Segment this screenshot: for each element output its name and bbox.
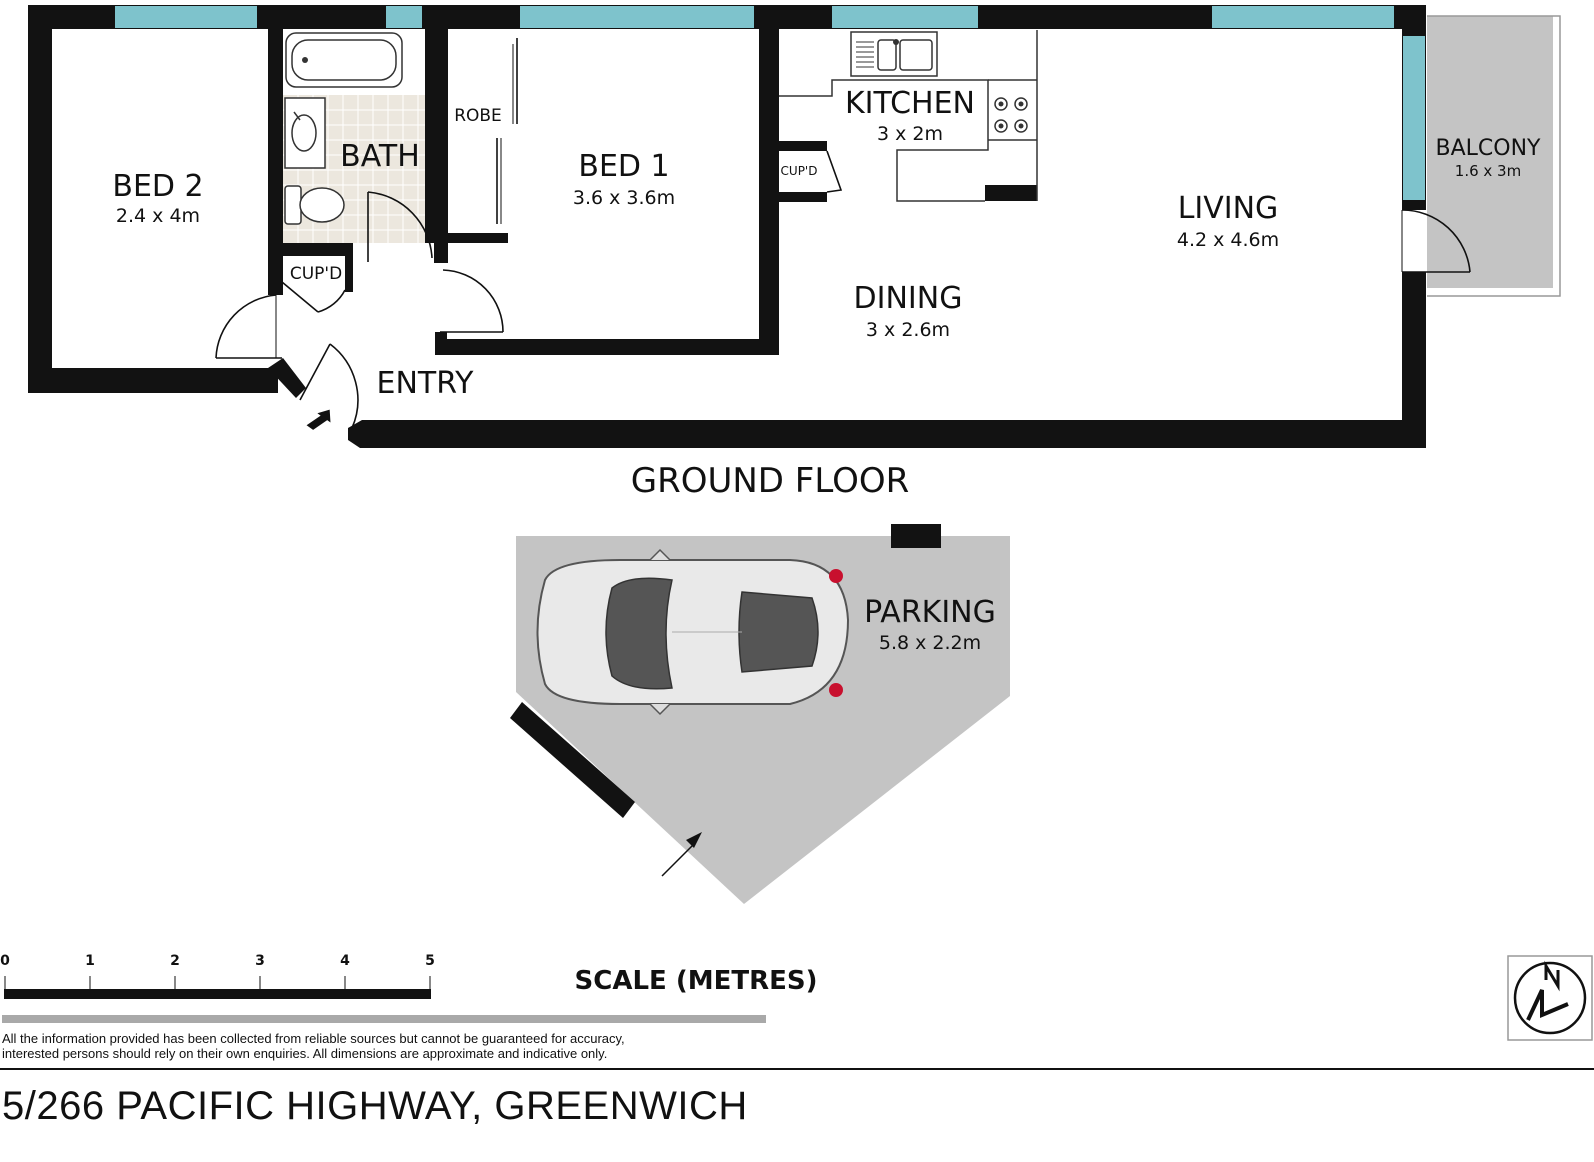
north-arrow-icon bbox=[1507, 955, 1593, 1041]
entry-name: ENTRY bbox=[377, 366, 475, 401]
parking-dims: 5.8 x 2.2m bbox=[879, 632, 981, 654]
scale-tick-3: 3 bbox=[255, 953, 265, 969]
robe-name: ROBE bbox=[454, 106, 502, 126]
disclaimer-line-1: All the information provided has been co… bbox=[2, 1031, 625, 1046]
walls bbox=[28, 5, 1426, 448]
toilet-icon bbox=[284, 185, 345, 225]
kitchen-name: KITCHEN bbox=[845, 86, 975, 121]
sink-icon bbox=[850, 31, 938, 77]
living-dims: 4.2 x 4.6m bbox=[1177, 229, 1279, 251]
scale-tick-4: 4 bbox=[340, 953, 350, 969]
bed2-dims: 2.4 x 4m bbox=[116, 205, 200, 227]
scale-title: SCALE (METRES) bbox=[575, 966, 818, 996]
cupd-entry-name: CUP'D bbox=[290, 264, 342, 284]
balcony-rail bbox=[1427, 15, 1561, 297]
balcony-area bbox=[1427, 16, 1553, 288]
scale-tick-5: 5 bbox=[425, 953, 435, 969]
windows bbox=[115, 6, 1425, 200]
entry-arrow-icon bbox=[306, 409, 331, 430]
scale-tick-0: 0 bbox=[0, 953, 10, 969]
floor-title: GROUND FLOOR bbox=[631, 461, 909, 501]
scale-bar: 0 1 2 3 4 5 bbox=[0, 953, 435, 999]
bed1-name: BED 1 bbox=[578, 149, 669, 184]
bed2-name: BED 2 bbox=[112, 169, 203, 204]
kitchen-dims: 3 x 2m bbox=[877, 123, 943, 145]
scale-underline bbox=[2, 1015, 766, 1023]
cooktop-icon bbox=[994, 97, 1028, 133]
balcony-dims: 1.6 x 3m bbox=[1455, 162, 1521, 180]
cupd-small-name: CUP'D bbox=[781, 164, 818, 178]
car-icon bbox=[536, 548, 850, 716]
footer-divider bbox=[0, 1068, 1594, 1070]
basin-icon bbox=[284, 97, 326, 169]
bathtub-icon bbox=[285, 32, 403, 88]
balcony-name: BALCONY bbox=[1436, 136, 1542, 161]
doors bbox=[215, 38, 1471, 429]
bath-name: BATH bbox=[340, 139, 420, 174]
scale-tick-1: 1 bbox=[85, 953, 95, 969]
dining-name: DINING bbox=[854, 281, 963, 316]
kitchen-benches bbox=[779, 30, 1038, 202]
bed1-dims: 3.6 x 3.6m bbox=[573, 187, 675, 209]
parking-post bbox=[891, 524, 941, 548]
living-name: LIVING bbox=[1178, 191, 1279, 226]
scale-tick-2: 2 bbox=[170, 953, 180, 969]
disclaimer: All the information provided has been co… bbox=[2, 1031, 722, 1061]
parking-arrow-icon bbox=[661, 832, 702, 877]
property-address: 5/266 PACIFIC HIGHWAY, GREENWICH bbox=[2, 1084, 748, 1128]
parking-name: PARKING bbox=[864, 595, 996, 630]
dining-dims: 3 x 2.6m bbox=[866, 319, 950, 341]
parking-wall bbox=[510, 702, 635, 818]
disclaimer-line-2: interested persons should rely on their … bbox=[2, 1046, 608, 1061]
